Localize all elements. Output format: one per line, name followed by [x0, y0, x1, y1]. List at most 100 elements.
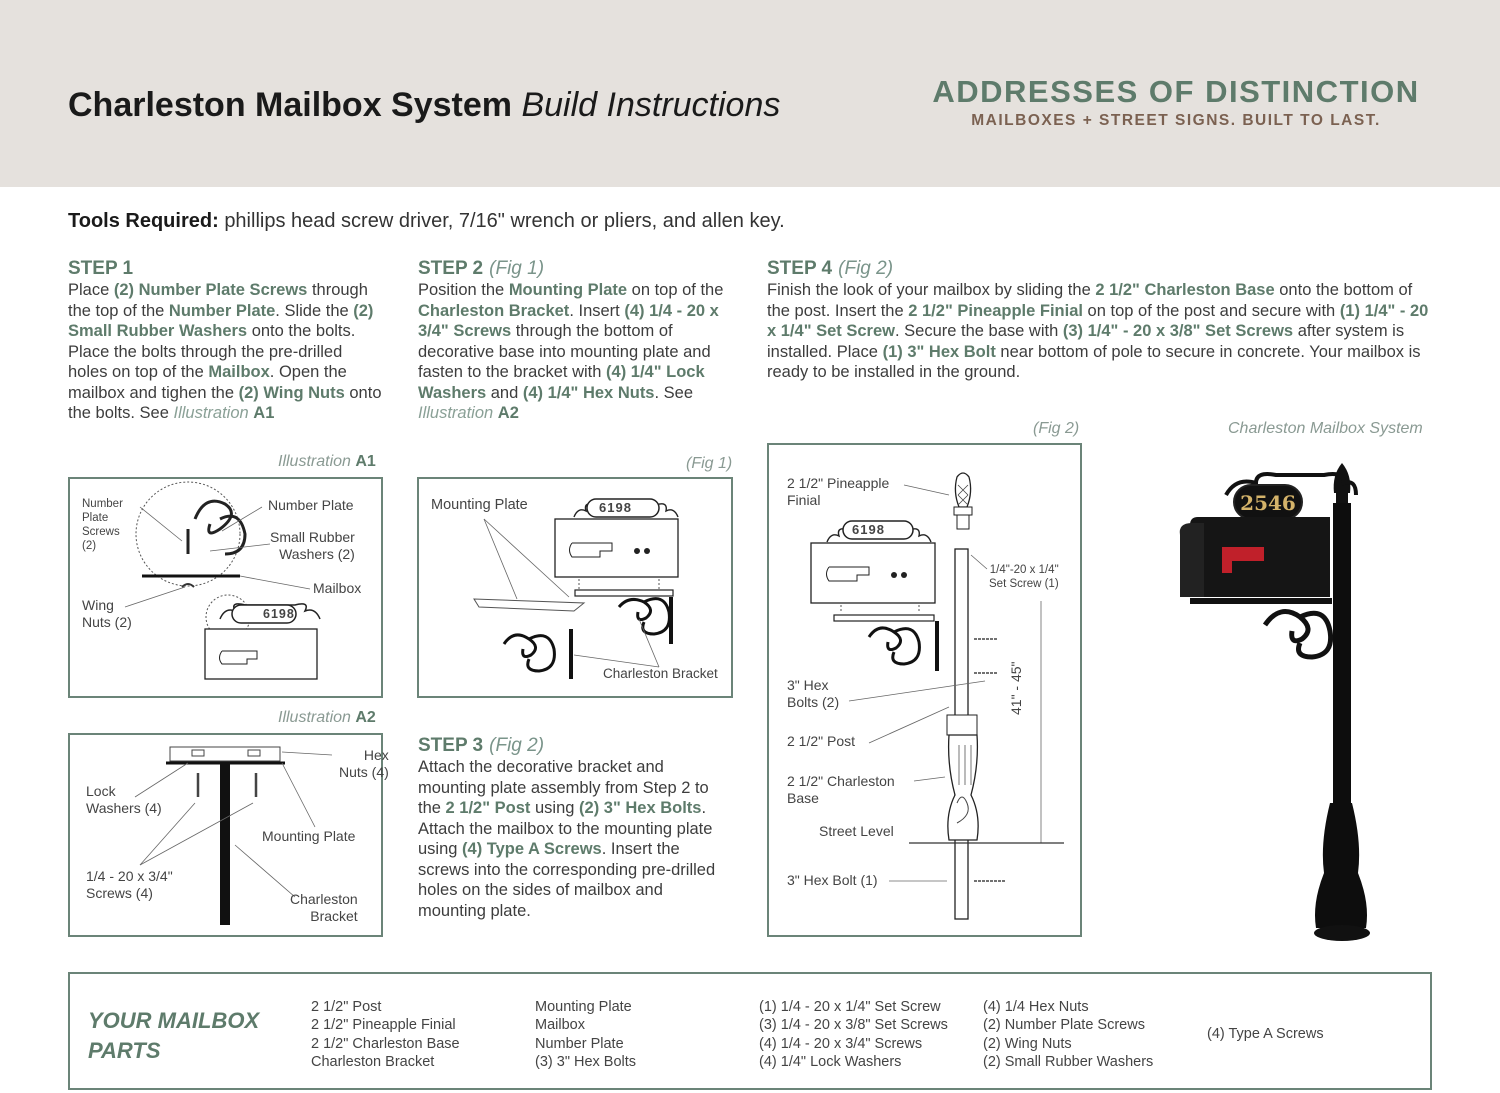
step-4-h4: (3) 1/4" - 20 x 3/8" Set Screws [1062, 322, 1294, 340]
fig-1-drawing [473, 498, 679, 679]
step-1-ill: Illustration [173, 404, 249, 422]
step-3-title: STEP 3(Fig 2) [418, 735, 732, 757]
step-2-h5: (4) 1/4" Hex Nuts [522, 383, 655, 402]
fig-2-label-street: Street Level [819, 823, 894, 839]
step-3-fig: (Fig 2) [489, 735, 545, 756]
a2-label-mount: Mounting Plate [262, 828, 356, 844]
tools-text: phillips head screw driver, 7/16" wrench… [224, 210, 785, 232]
fig-2-label-hexbolt: 3" Hex Bolt (1) [787, 872, 878, 888]
parts-col-1: 2 1/2" Post 2 1/2" Pineapple Finial 2 1/… [311, 998, 460, 1071]
step-1-t4: onto the bolts. Place the bolts through … [68, 322, 356, 381]
step-2-t5: and [486, 383, 523, 402]
step-1-ref: A1 [253, 404, 275, 422]
fig-2-label-post: 2 1/2" Post [787, 733, 856, 749]
step-1-t3: . Slide the [275, 301, 354, 320]
step-4-fig: (Fig 2) [838, 258, 894, 279]
step-2-t1: Position the [418, 281, 509, 299]
step-4-t5: after system is installed. Place [767, 322, 1405, 361]
a1-plate-number: 6198 [263, 607, 295, 621]
a1-label-plate: Number Plate [268, 497, 354, 513]
step-1-t2: through the top of the [68, 281, 368, 320]
step-2-h4: (4) 1/4" Lock Washers [418, 363, 705, 402]
fig-1-label-bracket: Charleston Bracket [603, 666, 718, 681]
step-2-t4: through the bottom of decorative base in… [418, 322, 711, 381]
parts-col-5: (4) Type A Screws [1207, 1025, 1324, 1043]
step-2-ref: A2 [497, 404, 519, 422]
fig-2-label-height: 41" - 45" [1008, 661, 1024, 715]
illustration-a2-drawing [134, 746, 333, 925]
part-item: (2) Number Plate Screws [983, 1017, 1145, 1034]
header-banner: Charleston Mailbox System Build Instruct… [0, 0, 1500, 187]
step-4-text: Finish the look of your mailbox by slidi… [767, 280, 1432, 383]
step-2-t2: on top of the [627, 281, 724, 299]
step-3-t3: . Attach the mailbox to the mounting pla… [418, 799, 713, 858]
parts-col-2: Mounting Plate Mailbox Number Plate (3) … [535, 998, 636, 1071]
step-1-h1: (2) Number Plate Screws [113, 281, 308, 299]
step-2-ill: Illustration [418, 404, 494, 422]
a1-label-washers: Small Rubber Washers (2) [270, 529, 355, 562]
step-3-text: Attach the decorative bracket and mounti… [418, 757, 732, 921]
tools-label: Tools Required: [68, 210, 219, 232]
a1-caption-ref: A1 [355, 453, 376, 470]
part-item: (3) 3" Hex Bolts [535, 1053, 637, 1070]
step-1-title: STEP 1 [68, 258, 134, 279]
page-title: Charleston Mailbox System Build Instruct… [68, 86, 780, 125]
step-1-h2: Number Plate [168, 301, 276, 320]
fig-1-plate-number: 6198 [599, 500, 632, 515]
step-3-title-text: STEP 3 [418, 735, 484, 756]
step-2-t3: . Insert [569, 301, 625, 320]
step-4-h3: (1) 1/4" - 20 x 1/4" Set Screw [767, 301, 1429, 341]
part-item: 2 1/2" Pineapple Finial [311, 1017, 456, 1034]
step-3-t4: . Insert the screws into the correspondi… [418, 840, 716, 920]
step-1-t1: Place [68, 281, 114, 299]
step-3-h3: (4) Type A Screws [462, 840, 602, 858]
fig-1-label-mount: Mounting Plate [431, 497, 528, 513]
step-2-fig: (Fig 1) [489, 258, 545, 279]
part-item: Number Plate [535, 1035, 624, 1052]
fig-2: 6198 2 1/2" Pineapple Finial 1/4"-20 x 1… [767, 443, 1082, 937]
a1-caption-text: Illustration [278, 453, 351, 470]
fig-2-label-setscrew: 1/4"-20 x 1/4" Set Screw (1) [989, 564, 1059, 590]
a1-label-screws: Number Plate Screws (2) [82, 498, 123, 552]
step-4-t1: Finish the look of your mailbox by slidi… [767, 281, 1096, 299]
illustration-a2: Hex Nuts (4) Lock Washers (4) Mounting P… [68, 733, 389, 937]
step-2-h2: Charleston Bracket [418, 301, 570, 320]
a2-label-lock: Lock Washers (4) [86, 783, 162, 816]
step-3: STEP 3(Fig 2) Attach the decorative brac… [418, 735, 732, 921]
step-3-h1: 2 1/2" Post [445, 799, 531, 817]
step-1-t5: . Open the mailbox and tighen the [68, 363, 347, 402]
brand-logo: ADDRESSES OF DISTINCTION MAILBOXES + STR… [920, 74, 1432, 130]
brand-name: ADDRESSES OF DISTINCTION [932, 74, 1420, 109]
parts-list: YOUR MAILBOX PARTS 2 1/2" Post 2 1/2" Pi… [68, 972, 1432, 1090]
a1-label-wing: Wing Nuts (2) [82, 597, 132, 630]
step-1-h4: Mailbox [208, 363, 270, 381]
fig-2-caption: (Fig 2) [1033, 420, 1080, 437]
part-item: 2 1/2" Charleston Base [311, 1035, 460, 1052]
title-bold: Charleston Mailbox System [68, 86, 513, 124]
a2-label-screws: 1/4 - 20 x 3/4" Screws (4) [86, 868, 173, 901]
step-4-h2: 2 1/2" Pineapple Finial [908, 301, 1083, 320]
step-2-title-text: STEP 2 [418, 258, 484, 279]
step-4-h5: (1) 3" Hex Bolt [882, 342, 996, 361]
step-1: STEP 1 Place (2) Number Plate Screws thr… [68, 258, 386, 424]
fig-2-label-base: 2 1/2" Charleston Base [787, 773, 895, 806]
part-item: 2 1/2" Post [311, 999, 382, 1015]
step-4-h1: 2 1/2" Charleston Base [1095, 281, 1275, 299]
parts-title: YOUR MAILBOX PARTS [88, 1008, 260, 1063]
part-item: (4) 1/4 Hex Nuts [983, 999, 1089, 1015]
part-item: (2) Small Rubber Washers [983, 1053, 1154, 1070]
title-light: Build Instructions [521, 86, 781, 124]
a2-label-hex: Hex Nuts (4) [339, 747, 389, 780]
product-plate-number: 2546 [1240, 491, 1296, 515]
product-drawing [1179, 463, 1370, 941]
step-3-t2: using [530, 799, 580, 817]
fig-2-label-hexbolts: 3" Hex Bolts (2) [787, 677, 840, 710]
part-item: (4) Type A Screws [1207, 1026, 1324, 1042]
part-item: Charleston Bracket [311, 1053, 435, 1070]
step-4-title: STEP 4(Fig 2) [767, 258, 1432, 280]
parts-col-4: (4) 1/4 Hex Nuts (2) Number Plate Screws… [983, 998, 1153, 1071]
fig-1: 6198 Mounting Plate Charleston Bracket [417, 477, 733, 698]
a1-label-mailbox: Mailbox [313, 580, 362, 596]
part-item: (1) 1/4 - 20 x 1/4" Set Screw [759, 999, 941, 1015]
fig-1-caption: (Fig 1) [686, 455, 733, 472]
